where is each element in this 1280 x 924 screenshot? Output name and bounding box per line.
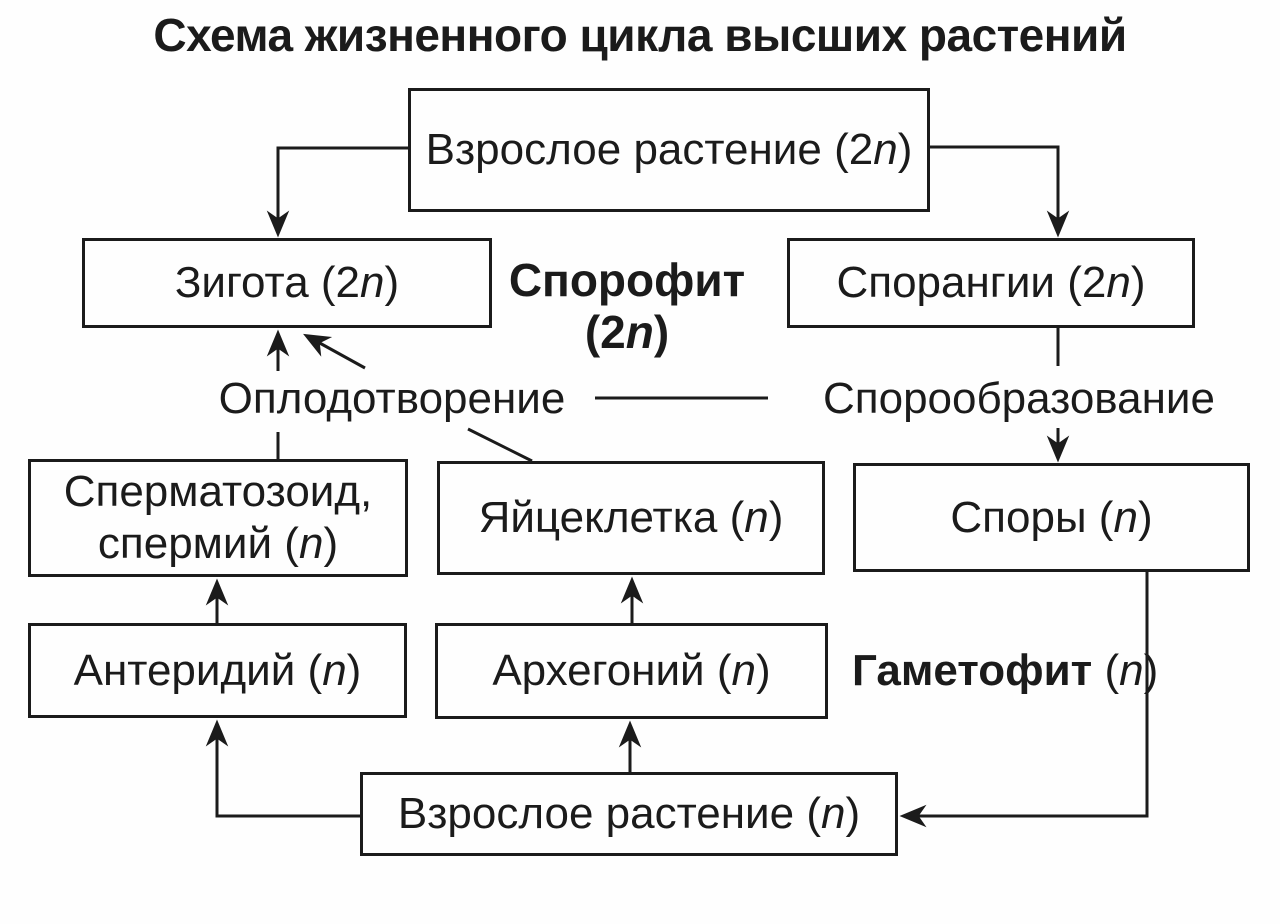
label-fertilization: Оплодотворение bbox=[218, 374, 566, 423]
label-gametophyte: Гаметофит (n) bbox=[852, 646, 1159, 695]
label-sporulation: Спорообразование bbox=[823, 374, 1215, 423]
node-egg: Яйцеклетка (n) bbox=[437, 461, 825, 575]
diagram-title: Схема жизненного цикла высших растений bbox=[153, 9, 1127, 61]
arrow-adult2n-to-sporangia bbox=[930, 145, 1070, 238]
node-sperm: Сперматозоид, спермий (n) bbox=[28, 459, 408, 577]
node-sporangia: Спорангии (2n) bbox=[787, 238, 1195, 328]
node-antheridium: Антеридий (n) bbox=[28, 623, 407, 718]
arrow-fertilization-diagonal-to-zygote bbox=[303, 333, 366, 370]
node-adult-plant-2n: Взрослое растение (2n) bbox=[408, 88, 930, 212]
arrow-adult2n-to-zygote bbox=[266, 146, 408, 238]
node-spores: Споры (n) bbox=[853, 463, 1250, 572]
node-adult-plant-n: Взрослое растение (n) bbox=[360, 772, 898, 856]
node-zygote: Зигота (2n) bbox=[82, 238, 492, 328]
label-sporophyte: Спорофит (2n) bbox=[508, 254, 746, 358]
arrow-adultn-to-antheridium bbox=[205, 719, 360, 818]
line-fertilization-to-egg bbox=[467, 427, 533, 463]
arrow-spores-to-adultn bbox=[899, 572, 1149, 828]
node-archegonium: Архегоний (n) bbox=[435, 623, 828, 719]
